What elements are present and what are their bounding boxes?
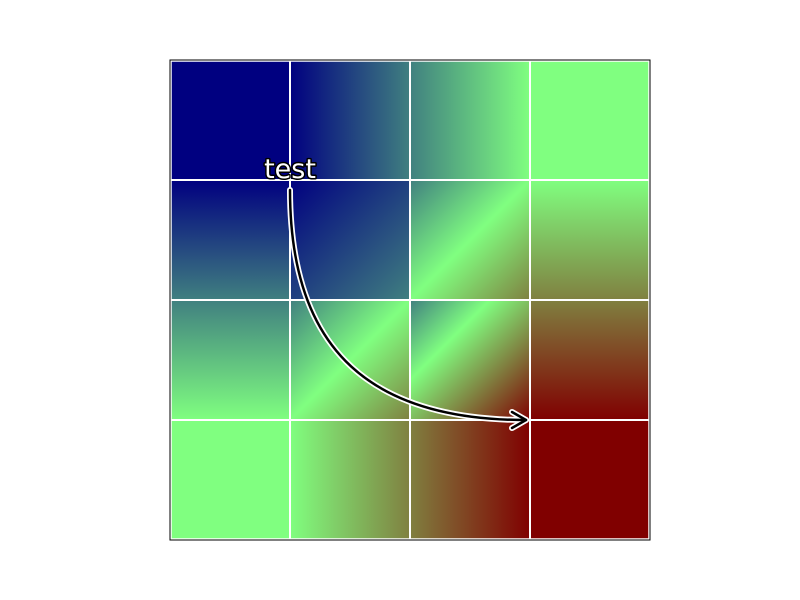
heatmap-cell-r2-c1 [290,300,410,420]
heatmap-cell-r1-c0 [170,180,290,300]
heatmap-cell-r0-c0 [170,60,290,180]
grid-lines [170,60,650,540]
heatmap-cell-r3-c2 [410,420,530,540]
heatmap-cell-r3-c1 [290,420,410,540]
heatmap-cell-r1-c1 [290,180,410,300]
arrow-path [288,188,528,422]
heatmap-cell-r1-c2 [410,180,530,300]
heatmap-cell-r2-c0 [170,300,290,420]
annotation-arrow [287,187,529,431]
arrow-head [510,410,528,430]
heatmap-cell-r2-c3 [530,300,650,420]
heatmap-cell-r3-c3 [530,420,650,540]
grid-inner-border [170,60,650,540]
plot-frame [169,59,651,541]
annotation-label: test [264,154,316,185]
heatmap-cell-r0-c3 [530,60,650,180]
heatmap-cell-r2-c2 [410,300,530,420]
heatmap-cell-r1-c3 [530,180,650,300]
heatmap-cell-r3-c0 [170,420,290,540]
heatmap-cells [170,60,650,540]
heatmap-cell-r0-c1 [290,60,410,180]
heatmap-cell-r0-c2 [410,60,530,180]
